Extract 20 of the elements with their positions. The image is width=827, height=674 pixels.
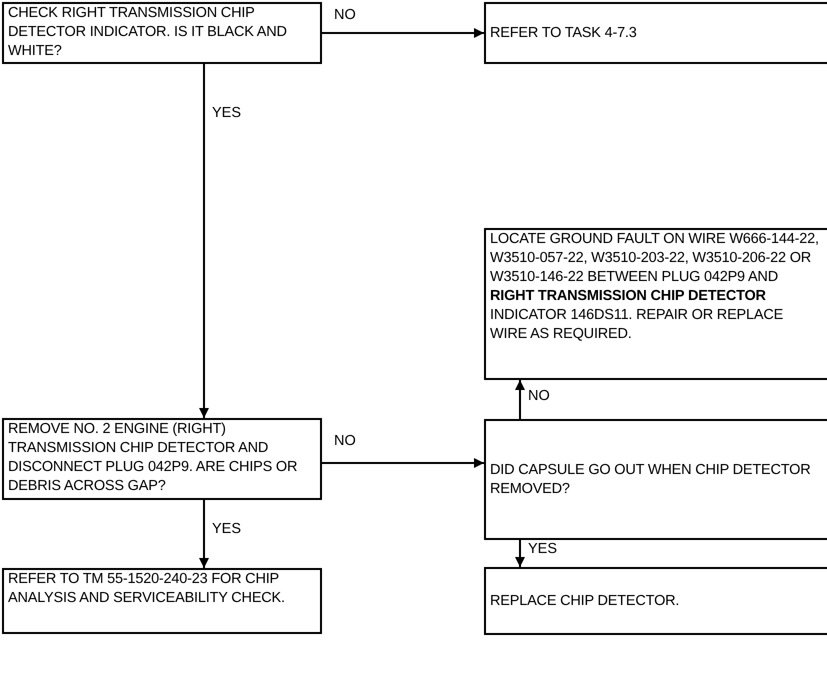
arrow (322, 28, 484, 38)
process-box (2, 568, 322, 634)
box-text: REPLACE CHIP DETECTOR. (490, 592, 680, 610)
process-box (484, 567, 827, 635)
process-box (2, 418, 322, 500)
box-text: REFER TO TASK 4-7.3 (490, 24, 638, 42)
box-text: LOCATE GROUND FAULT ON WIRE W666-144-22, W3510-057-22, W3510-203-22, W3510-206-22 OR W3510-146-22 BETWEEN PLUG 042P9 AND RIGHT TRANSMISSION CHIP DETECTOR INDICATOR 146DS11. REPAIR OR REPLACE WIRE AS REQUIRED. (490, 230, 820, 344)
box-text: DID CAPSULE GO OUT WHEN CHIP DETECTOR REMOVED? (490, 460, 812, 498)
box-text: CHECK RIGHT TRANSMISSION CHIP DETECTOR INDICATOR. IS IT BLACK AND WHITE? (8, 4, 288, 61)
box-text: REFER TO TM 55-1520-240-23 FOR CHIP ANALYSIS AND SERVICEABILITY CHECK. (8, 570, 286, 608)
box-text: REMOVE NO. 2 ENGINE (RIGHT) TRANSMISSION CHIP DETECTOR AND DISCONNECT PLUG 042P9. ARE CHIPS OR DEBRIS ACROSS GAP? (8, 420, 298, 496)
process-box (484, 419, 827, 540)
process-box (484, 228, 827, 380)
process-box (2, 2, 322, 64)
arrow (515, 540, 525, 567)
arrow (515, 380, 525, 419)
arrow (199, 500, 209, 568)
arrow (199, 64, 209, 418)
process-box (484, 2, 827, 64)
arrow (322, 458, 484, 468)
